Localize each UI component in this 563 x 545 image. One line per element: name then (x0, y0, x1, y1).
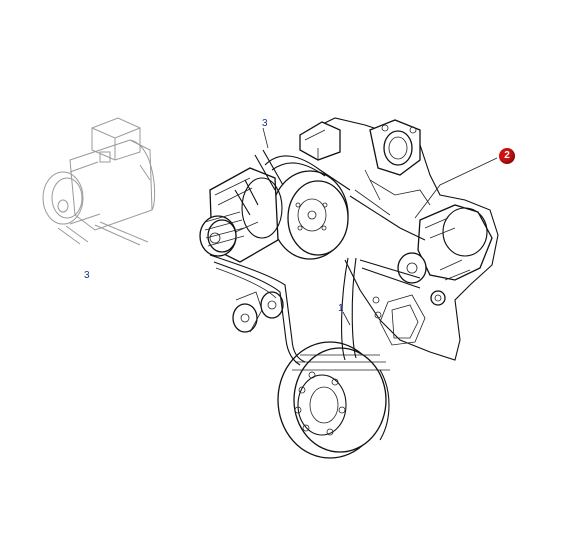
label-1-belt: 1 (338, 303, 344, 314)
ac-compressor-drawing (42, 117, 156, 246)
engine-front-drawing (199, 117, 499, 459)
label-3-top: 3 (262, 118, 268, 129)
drive-belt (209, 149, 426, 441)
callout-2-badge: 2 (499, 148, 515, 164)
label-3-compressor: 3 (84, 270, 90, 281)
